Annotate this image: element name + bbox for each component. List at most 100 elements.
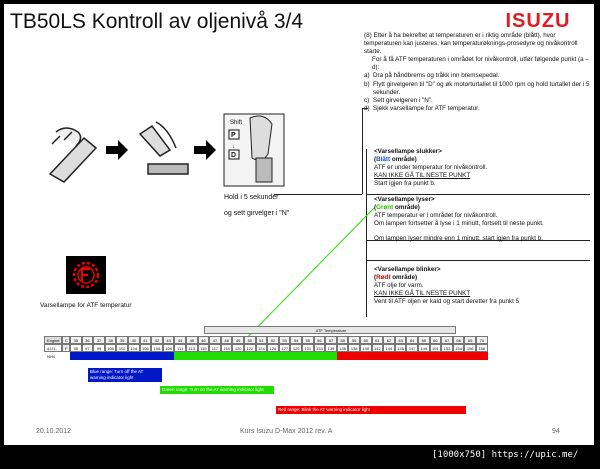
atf-warning-lamp-icon: [66, 256, 106, 294]
fahrenheit-cell: 106: [139, 344, 152, 352]
celsius-cell: 39: [116, 336, 128, 344]
svg-text:↓: ↓: [232, 144, 235, 150]
step-b: b)Flytt girvelgeren til "D" og øk motort…: [364, 80, 590, 96]
celsius-cell: 56: [313, 336, 326, 344]
celsius-cell: 41: [139, 336, 152, 344]
fahrenheit-cell: 145: [394, 344, 407, 352]
fahrenheit-cell: 100: [104, 344, 117, 352]
gear-shifter-icon: Shift P ↓ D: [223, 113, 285, 187]
fahrenheit-label: F: [62, 344, 70, 352]
celsius-cell: 57: [325, 336, 337, 344]
celsius-cell: 63: [394, 336, 407, 344]
fahrenheit-cell: 126: [267, 344, 279, 352]
fahrenheit-cell: 102: [116, 344, 128, 352]
slide: TB50LS Kontroll av oljenivå 3/4 ISUZU (8…: [4, 4, 594, 445]
fahrenheit-cell: 108: [151, 344, 163, 352]
table-header: ATF Temperature: [204, 326, 456, 334]
fahrenheit-cell: 131: [302, 344, 314, 352]
fahrenheit-cell: 142: [371, 344, 384, 352]
sep-1: [366, 194, 590, 195]
green-range-label: Green range: Turn on the AT warning indi…: [160, 386, 274, 394]
celsius-cell: 55: [302, 336, 314, 344]
connector-hline: [274, 194, 362, 195]
watermark: [1000x750] https://upic.me/: [432, 450, 579, 460]
fahrenheit-cell: 122: [244, 344, 256, 352]
celsius-cell: 40: [128, 336, 140, 344]
celsius-cell: 64: [406, 336, 418, 344]
handbrake-icon: [48, 127, 98, 183]
step-a: a)Dra på håndbrems og tråkk inn bremsepe…: [364, 72, 500, 80]
celsius-cell: 58: [336, 336, 349, 344]
fahrenheit-cell: 109: [162, 344, 175, 352]
fahrenheit-cell: 133: [313, 344, 326, 352]
celsius-cell: 43: [162, 336, 175, 344]
celsius-cell: 62: [383, 336, 395, 344]
fahrenheit-cell: 104: [128, 344, 140, 352]
logo-text: ISUZU: [506, 10, 571, 30]
footer-course: Kurs Isuzu D-Max 2012 rev. A: [240, 428, 333, 435]
footer-date: 20.10.2012: [36, 428, 72, 435]
fahrenheit-cell: 158: [476, 344, 488, 352]
instructions: (8) Etter å ha bekreftet at temperaturen…: [364, 32, 592, 113]
fahrenheit-cell: 127: [278, 344, 291, 352]
celsius-label: C: [62, 336, 70, 344]
fahrenheit-cell: 120: [232, 344, 244, 352]
celsius-cell: 36: [81, 336, 94, 344]
celsius-cell: 61: [371, 336, 384, 344]
celsius-cell: 42: [151, 336, 163, 344]
fahrenheit-cell: 151: [429, 344, 442, 352]
brake-pedal-icon: [138, 121, 189, 175]
instructions-intro2: For å få ATF temperaturen i området for …: [372, 56, 589, 72]
sep-2: [366, 240, 590, 241]
engine-model: 4JJ1-NH4: [44, 344, 62, 359]
red-range-label: Red range: Blink the AT warning indicato…: [276, 406, 466, 414]
celsius-cell: 68: [452, 336, 465, 344]
fahrenheit-cell: 113: [186, 344, 198, 352]
bracket-vline: [366, 149, 367, 317]
celsius-cell: 44: [174, 336, 186, 344]
celsius-cell: 54: [290, 336, 302, 344]
procedure-illustration: Shift P ↓ D: [48, 113, 285, 187]
fahrenheit-cell: 97: [81, 344, 94, 352]
celsius-cell: 38: [104, 336, 117, 344]
fahrenheit-cell: 118: [220, 344, 233, 352]
fahrenheit-cell: 149: [418, 344, 430, 352]
sep-3: [366, 260, 590, 261]
engine-label: Engine: [44, 336, 62, 344]
fahrenheit-cell: 135: [325, 344, 337, 352]
svg-text:P: P: [231, 132, 236, 139]
fahrenheit-cell: 129: [290, 344, 302, 352]
fahrenheit-cell: 111: [174, 344, 186, 352]
celsius-cell: 59: [348, 336, 360, 344]
celsius-cell: 50: [244, 336, 256, 344]
step-c: c)Sett girvelgeren i "N".: [364, 96, 433, 104]
connector-vline: [362, 108, 363, 194]
celsius-cell: 67: [441, 336, 453, 344]
red-range-bar: [336, 352, 488, 360]
fahrenheit-cell: 124: [255, 344, 268, 352]
fahrenheit-cell: 99: [93, 344, 105, 352]
fahrenheit-cell: 154: [452, 344, 465, 352]
celsius-cell: 69: [464, 336, 476, 344]
celsius-cell: 45: [186, 336, 198, 344]
instructions-intro: (8) Etter å ha bekreftet at temperaturen…: [364, 32, 578, 56]
fahrenheit-cell: 138: [348, 344, 360, 352]
fahrenheit-cell: 156: [464, 344, 476, 352]
celsius-cell: 65: [418, 336, 430, 344]
block-lamp-on: <Varsellampe lyser> (Grønt område) ATF t…: [374, 196, 544, 243]
footer-page: 94: [552, 428, 560, 435]
fahrenheit-cell: 117: [209, 344, 221, 352]
arrow-right-icon: [106, 140, 128, 160]
fahrenheit-cell: 136: [336, 344, 349, 352]
celsius-cell: 37: [93, 336, 105, 344]
step-d: d)Sjekk varsellampe for ATF temperatur.: [364, 104, 480, 112]
svg-text:Shift: Shift: [230, 120, 242, 126]
arrow-right-icon-2: [194, 140, 216, 160]
fahrenheit-cell: 144: [383, 344, 395, 352]
celsius-cell: 48: [220, 336, 233, 344]
hold-text: Hold i 5 sekunder og sett girvelger i "N…: [224, 194, 290, 217]
block-lamp-blink: <Varsellampe blinker> (Rødt område) ATF …: [374, 266, 520, 306]
celsius-cell: 66: [429, 336, 442, 344]
celsius-cell: 35: [70, 336, 82, 344]
fahrenheit-cell: 140: [360, 344, 372, 352]
